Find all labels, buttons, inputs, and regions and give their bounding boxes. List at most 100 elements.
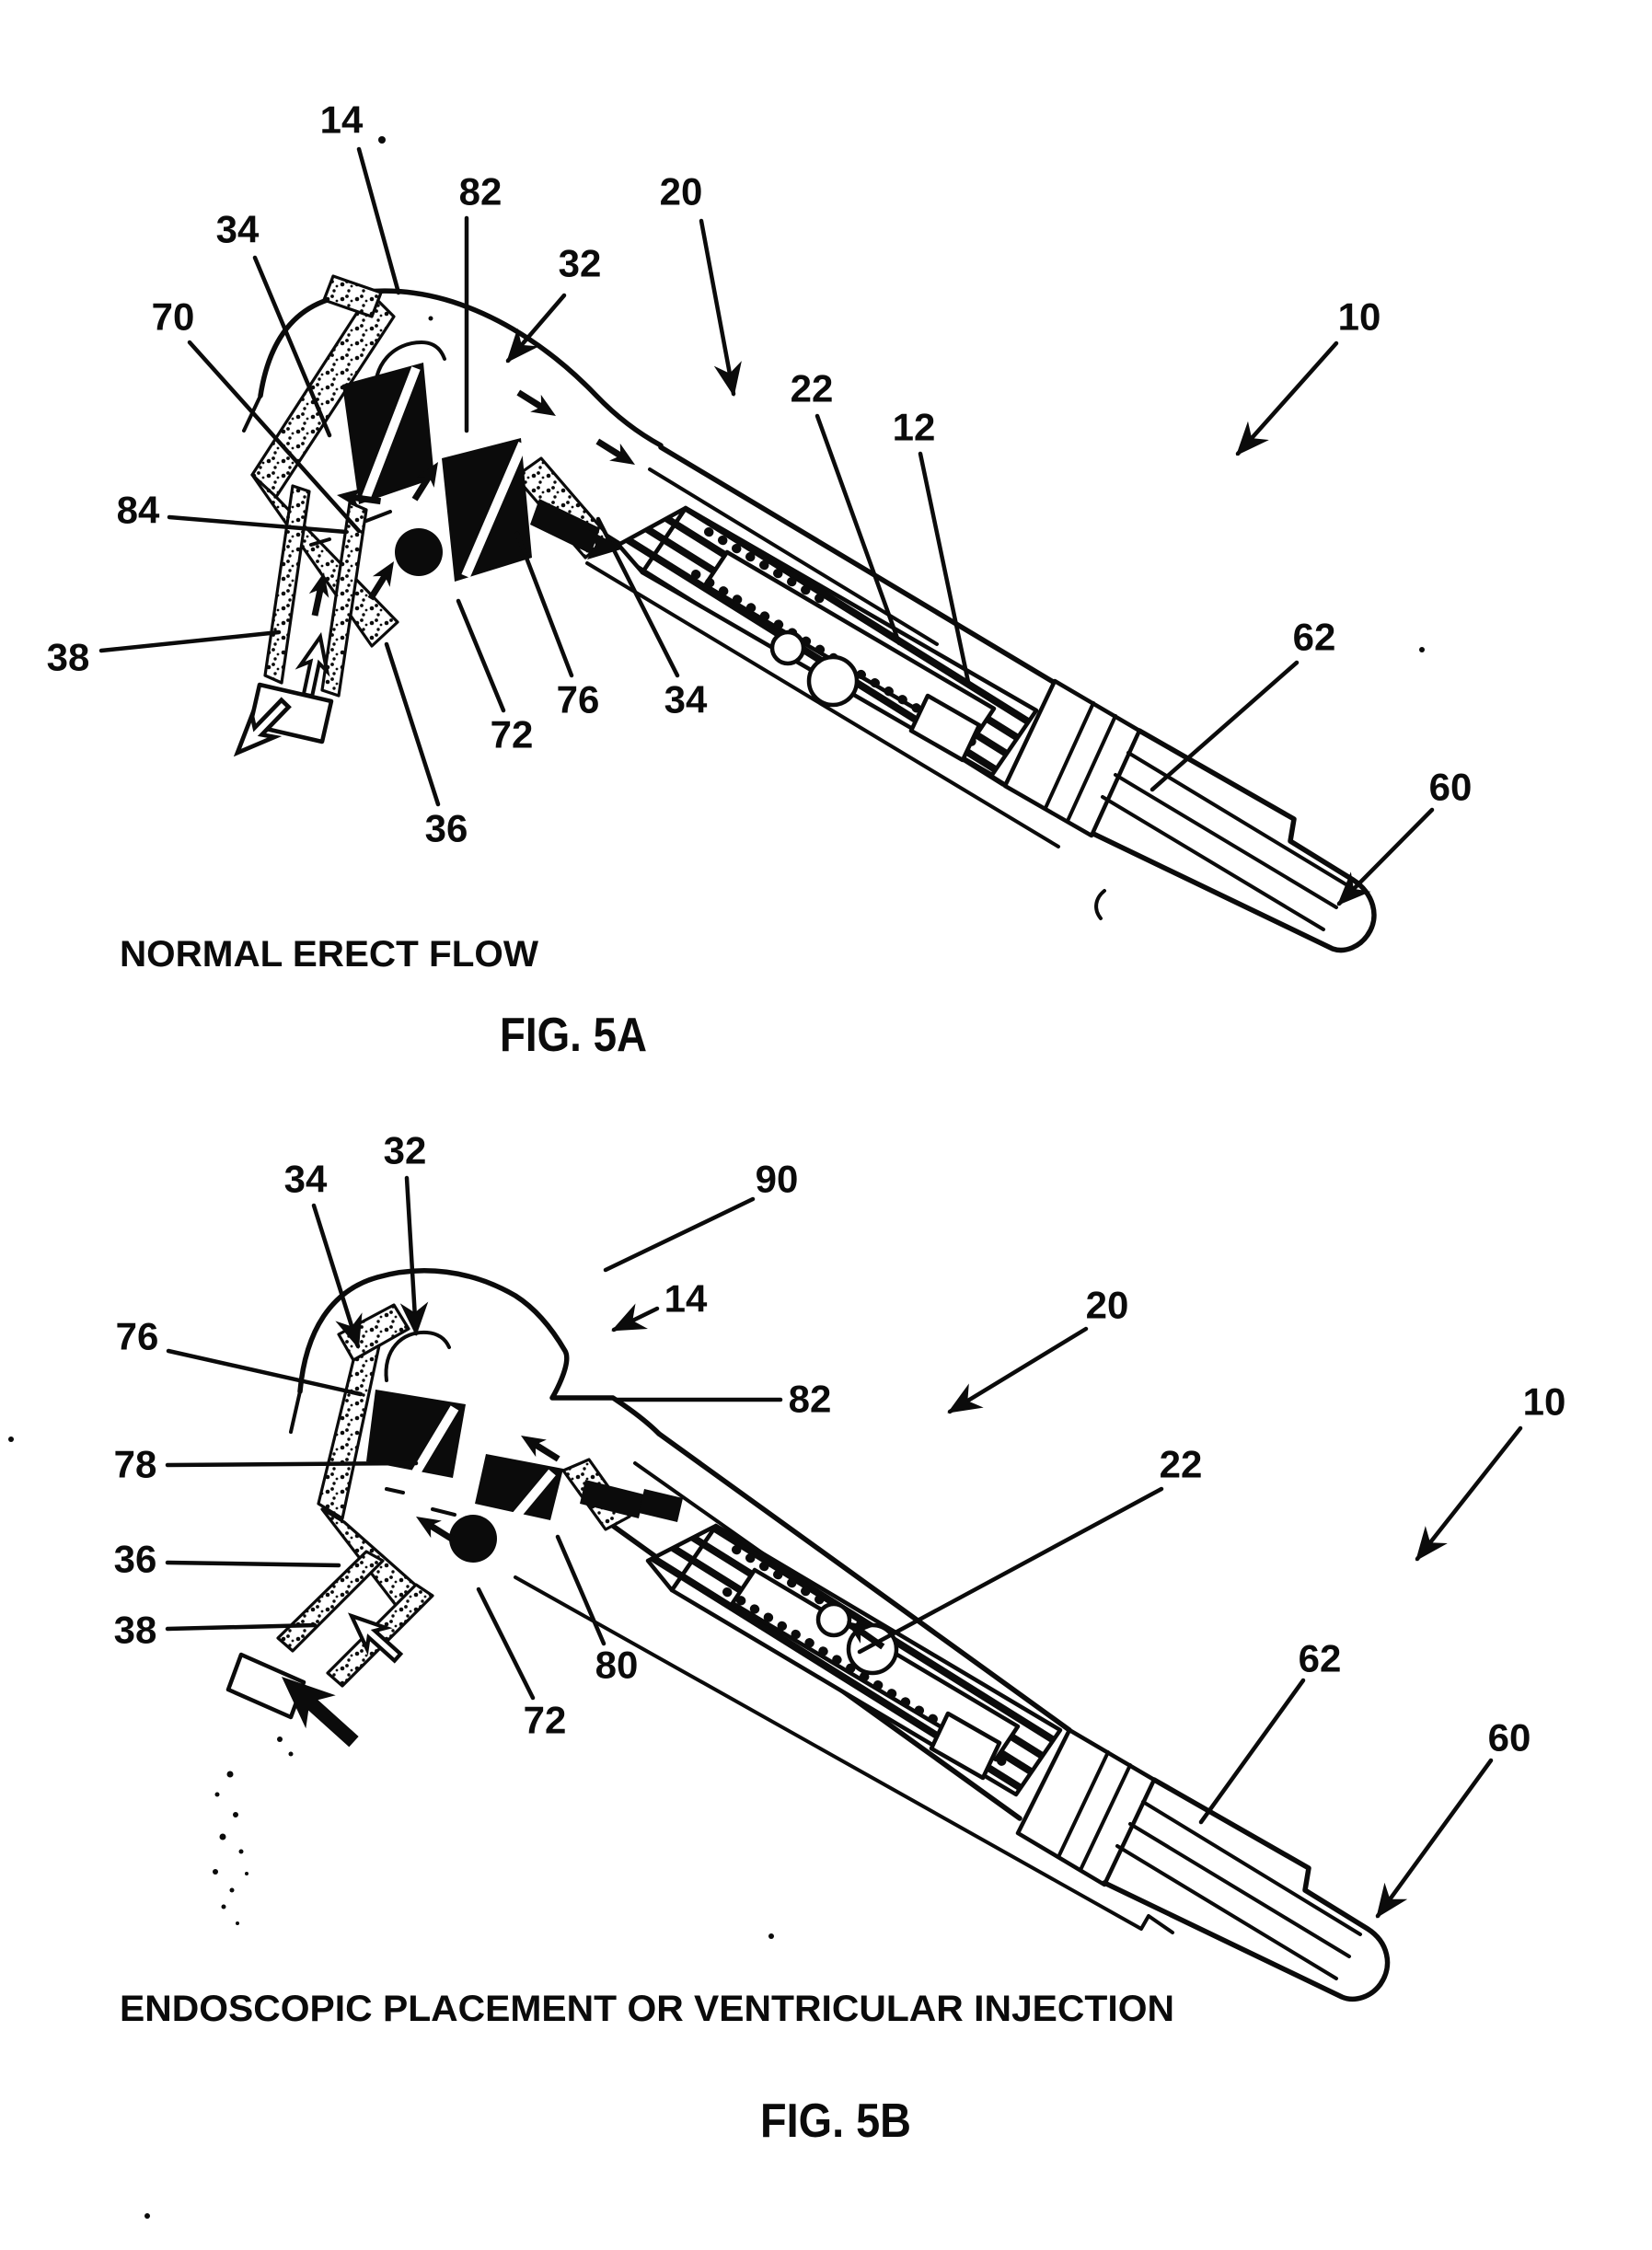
- leader-line-5B-34: [311, 1203, 363, 1349]
- leader-line-5B-10: [1415, 1425, 1523, 1562]
- ref-label-5A-72: 72: [491, 713, 534, 756]
- valve-ball-small-5a: [769, 629, 806, 666]
- leader-line-5B-62: [1198, 1678, 1306, 1825]
- outlet-wall-left-5a: [263, 484, 311, 685]
- leader-line-5B-76: [166, 1348, 364, 1397]
- cartridge-cap-5a: [616, 505, 688, 575]
- flow-arrow-neck1-5a: [513, 384, 561, 425]
- leader-line-5B-72: [476, 1587, 536, 1701]
- leader-line-5A-60: [1336, 807, 1435, 906]
- leaflet1-gap-5a: [362, 366, 421, 499]
- ref-label-5B-20: 20: [1086, 1284, 1129, 1327]
- ref-label-5B-78: 78: [114, 1443, 157, 1486]
- ink-dot: [378, 136, 386, 144]
- leader-line-5B-20: [947, 1326, 1089, 1414]
- valve-leaflet2-5b: [475, 1454, 563, 1520]
- ref-label-5A-20: 20: [660, 170, 703, 213]
- connector-line2-5b: [1079, 1763, 1132, 1872]
- ref-label-5A-36: 36: [425, 807, 468, 850]
- ref-label-5B-76: 76: [116, 1315, 159, 1358]
- ref-label-5B-90: 90: [756, 1158, 799, 1201]
- dash-mark2-5b: [385, 1487, 405, 1494]
- leader-line-5A-34: [595, 516, 680, 678]
- figure-5b-flow-caption: ENDOSCOPIC PLACEMENT OR VENTRICULAR INJE…: [120, 1989, 1174, 2029]
- pump-ball-5b: [449, 1515, 497, 1563]
- tail-striation3-5a: [1101, 795, 1325, 931]
- ref-label-5A-22: 22: [791, 367, 834, 410]
- leader-line-5B-36: [165, 1560, 341, 1568]
- funnel-wall-left-5b: [317, 1344, 381, 1520]
- leader-line-5A-34: [252, 255, 332, 438]
- ref-label-5B-10: 10: [1523, 1380, 1566, 1424]
- ref-label-5A-32: 32: [559, 242, 602, 285]
- ref-label-5A-38: 38: [47, 636, 90, 679]
- valve-ball-small-5b: [815, 1601, 852, 1638]
- leader-line-5B-78: [165, 1460, 419, 1468]
- leader-line-5B-22: [857, 1486, 1164, 1655]
- flow-arrow-valve-up2-5a: [362, 556, 403, 605]
- tail-hook-mark-5a: [1094, 889, 1106, 920]
- leader-line-5A-14: [356, 146, 401, 295]
- leader-line-5A-20: [699, 218, 742, 398]
- outlet-arm-arrowtip-5a: [587, 530, 624, 560]
- connector-line1-5a: [1044, 701, 1095, 810]
- piston-block-5a: [908, 693, 982, 763]
- dash-mark2-5a: [309, 537, 331, 547]
- ref-label-5B-22: 22: [1160, 1443, 1203, 1486]
- ref-label-5A-60: 60: [1429, 766, 1473, 809]
- leader-line-5A-12: [918, 451, 971, 685]
- ref-label-5B-32: 32: [384, 1129, 427, 1172]
- valve-ball-large-5a: [806, 654, 860, 708]
- ref-label-5B-36: 36: [114, 1538, 157, 1581]
- leader-line-5A-32: [505, 293, 567, 363]
- reservoir-dome-5a: [258, 288, 664, 448]
- ref-label-5A-84: 84: [117, 489, 160, 532]
- leader-line-5A-72: [456, 598, 506, 713]
- leader-line-5A-62: [1149, 660, 1300, 792]
- ink-dot: [8, 1437, 14, 1442]
- leader-line-5B-32: [399, 1175, 429, 1337]
- pump-ball-5a: [395, 528, 443, 576]
- ref-label-5B-60: 60: [1488, 1716, 1531, 1760]
- ink-dot: [428, 316, 433, 321]
- leader-line-5B-38: [165, 1622, 318, 1632]
- flange-arm1-5b: [580, 1480, 644, 1518]
- leaflet2-gap-5b: [512, 1469, 556, 1520]
- ink-dot: [1419, 647, 1425, 652]
- dome-inner-curl-5b: [384, 1330, 451, 1382]
- leader-line-5A-22: [814, 413, 902, 646]
- ref-label-5B-62: 62: [1299, 1637, 1342, 1680]
- ref-label-5A-70: 70: [152, 295, 195, 339]
- ref-label-5A-12: 12: [893, 406, 936, 449]
- flange-arm2-5b: [639, 1489, 683, 1522]
- tail-striation3-5b: [1115, 1844, 1338, 1980]
- dash-mark1-5a: [364, 510, 392, 523]
- leader-line-5B-90: [603, 1196, 756, 1273]
- tail-striation1-5a: [1126, 751, 1349, 887]
- ref-label-5A-14: 14: [320, 98, 364, 142]
- tail-striation2-5a: [1114, 773, 1338, 909]
- spray-dots-5b: [213, 1737, 294, 1925]
- leader-line-5A-70: [187, 340, 362, 534]
- leader-line-5B-80: [555, 1534, 607, 1646]
- ref-label-5B-34: 34: [284, 1158, 328, 1201]
- tail-striation2-5b: [1128, 1822, 1351, 1958]
- leader-line-5A-76: [514, 531, 574, 678]
- tail-striation1-5b: [1141, 1800, 1362, 1936]
- figure-5b-title: FIG. 5B: [760, 2094, 911, 2148]
- leaflet2-gap-5a: [461, 442, 527, 578]
- leader-line-5A-10: [1235, 340, 1339, 456]
- figure-5a-flow-caption: NORMAL ERECT FLOW: [120, 934, 538, 975]
- ref-label-5B-80: 80: [595, 1644, 639, 1687]
- ref-label-5A-82: 82: [459, 170, 503, 213]
- dome-left-edge-5b: [289, 1390, 302, 1434]
- ref-label-5A-62: 62: [1293, 616, 1336, 659]
- connector-line2-5a: [1066, 714, 1117, 823]
- piston-block-5b: [929, 1711, 1002, 1781]
- tail-outline-5a: [1091, 728, 1377, 953]
